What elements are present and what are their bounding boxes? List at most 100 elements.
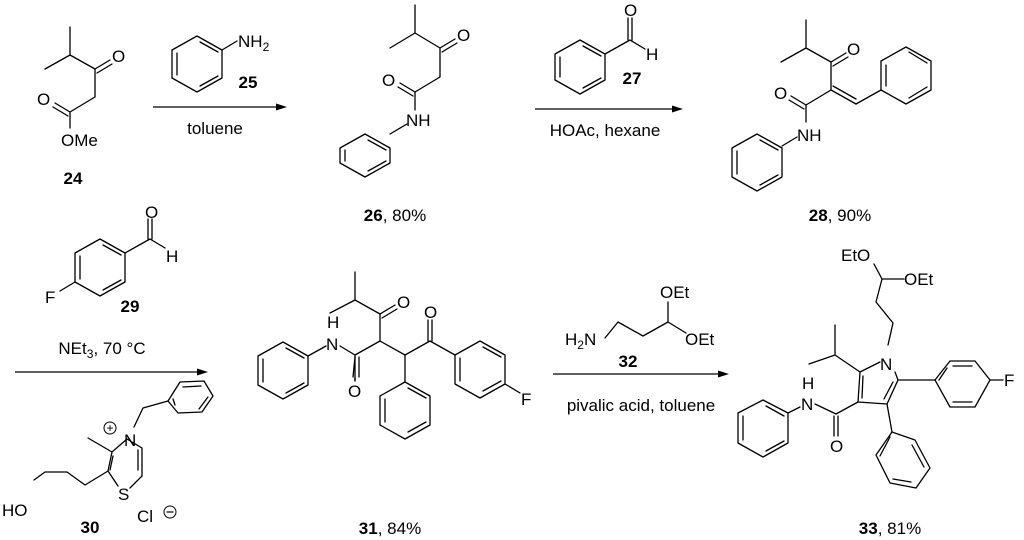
- atom-o-ketone: O: [847, 40, 860, 59]
- benzene-ring: [554, 39, 606, 95]
- compound-label-25: 25: [239, 73, 258, 92]
- phenyl-ring-n: [257, 341, 309, 400]
- benzene-ring: [167, 380, 214, 414]
- ring-inner-bonds: [459, 346, 502, 392]
- reaction-arrow-1: [153, 103, 287, 111]
- bond-skeleton: [389, 4, 441, 111]
- atom-o: O: [830, 437, 843, 456]
- atom-o-ketone2: O: [424, 303, 437, 322]
- reagent-27: O H 27: [554, 1, 658, 95]
- conditions-step-3: NEt3, 70 °C: [58, 339, 145, 361]
- atom-n: N: [326, 335, 338, 354]
- reagent-25: NH2 25: [171, 32, 270, 93]
- atom-n-pyrrole: N: [880, 355, 892, 374]
- atom-nh-n: N: [801, 395, 813, 414]
- product-label-31: 31, 84%: [359, 519, 421, 538]
- compound-label-27: 27: [623, 69, 642, 88]
- thiazolium-ring: [107, 438, 143, 489]
- compound-33: EtO OEt N O H N F 33, 81%: [737, 246, 1014, 538]
- aldehyde-double-bond: [627, 17, 633, 41]
- atom-nh: NH: [797, 126, 822, 145]
- bond-skeleton: [604, 301, 687, 339]
- atom-nh: NH: [406, 111, 431, 130]
- pyrrole-inner-bonds: [861, 375, 894, 400]
- bond-benzyl: [133, 400, 169, 428]
- product-label-33: 33, 81%: [859, 519, 921, 538]
- compound-label-32: 32: [619, 352, 638, 371]
- atom-o-amide: O: [348, 382, 361, 401]
- amide-double-bond: [833, 415, 839, 437]
- bond-c-f: [59, 281, 76, 292]
- atom-f: F: [45, 288, 55, 307]
- plus-sign: +: [106, 421, 113, 435]
- atom-f: F: [521, 390, 531, 409]
- compound-label-29: 29: [121, 297, 140, 316]
- ester-double-bond: [52, 102, 71, 117]
- benzene-ring: [171, 35, 223, 93]
- bond-hydroxyethyl: [33, 470, 109, 486]
- amide-double-bond: [397, 82, 416, 97]
- atom-h2n: H2N: [565, 330, 596, 352]
- reagent-32: H2N OEt OEt 32: [565, 283, 715, 371]
- atom-h: H: [166, 247, 178, 266]
- ring-inner-bonds: [559, 45, 602, 89]
- atom-h: H: [646, 45, 658, 64]
- ring-inner-bonds: [384, 387, 427, 433]
- ring-inner-bonds: [879, 436, 925, 483]
- reaction-arrow-2: [535, 105, 683, 113]
- ketone2-double-bond: [427, 319, 433, 342]
- conditions-step-2: HOAc, hexane: [550, 121, 661, 140]
- bond-methyl: [87, 437, 113, 453]
- compound-24: O O OMe 24: [37, 26, 125, 188]
- bond-n-phenyl: [781, 136, 798, 147]
- ring-inner-bonds: [79, 244, 122, 291]
- amide-double-bond: [788, 95, 807, 110]
- reaction-arrow-4: [553, 370, 729, 378]
- bond-c-n: [221, 40, 238, 51]
- bond-skeleton: [44, 26, 96, 129]
- atom-h: H: [802, 374, 814, 393]
- bond-isopropyl: [808, 324, 861, 373]
- amide-double-bond: [352, 356, 360, 378]
- atom-o: O: [624, 1, 637, 20]
- benzene-ring: [74, 238, 126, 297]
- phenyl-ring-bottom: [875, 431, 931, 489]
- ring-inner-bonds: [344, 139, 387, 172]
- bond-skeleton: [329, 271, 406, 383]
- atom-eto: EtO: [841, 246, 870, 265]
- plus-charge-icon: [103, 421, 117, 435]
- atom-o-amide: O: [774, 84, 787, 103]
- bond-cho: [604, 39, 646, 55]
- ring-inner-bonds: [938, 365, 973, 403]
- bond-ketone2: [404, 340, 456, 356]
- pyrrole-ring: [857, 361, 899, 405]
- bond-phenyl: [886, 403, 893, 433]
- ketone-double-bond: [830, 52, 849, 67]
- bond-amide: [814, 401, 859, 415]
- phenyl-ring-center: [379, 381, 431, 440]
- atom-oet: OEt: [904, 270, 934, 289]
- ring-inner-bonds: [172, 385, 209, 410]
- ketone1-double-bond: [379, 304, 398, 319]
- ring-inner-bonds: [885, 51, 928, 99]
- compound-28: O O NH 28, 90%: [731, 19, 932, 225]
- atom-ome: OMe: [61, 131, 98, 150]
- atom-o-ester: O: [37, 90, 50, 109]
- reagent-29: O H F 29: [45, 203, 178, 316]
- bond-skeleton: [780, 19, 832, 123]
- bond-c-f: [504, 383, 521, 394]
- fluorophenyl-ring: [454, 340, 506, 399]
- compound-label-24: 24: [64, 169, 83, 188]
- alkene-double-bond: [830, 85, 857, 105]
- ring-inner-bonds: [176, 41, 219, 87]
- ring-inner-bonds: [262, 347, 305, 394]
- atom-o-ketone: O: [112, 47, 125, 66]
- bond-n-phenyl: [389, 123, 408, 135]
- atom-o: O: [145, 203, 158, 222]
- product-label-28: 28, 90%: [809, 206, 871, 225]
- atom-nh2: NH2: [238, 32, 270, 54]
- ketone-double-bond: [94, 59, 113, 74]
- atom-f: F: [1004, 371, 1014, 390]
- conditions-step-1: toluene: [187, 119, 243, 138]
